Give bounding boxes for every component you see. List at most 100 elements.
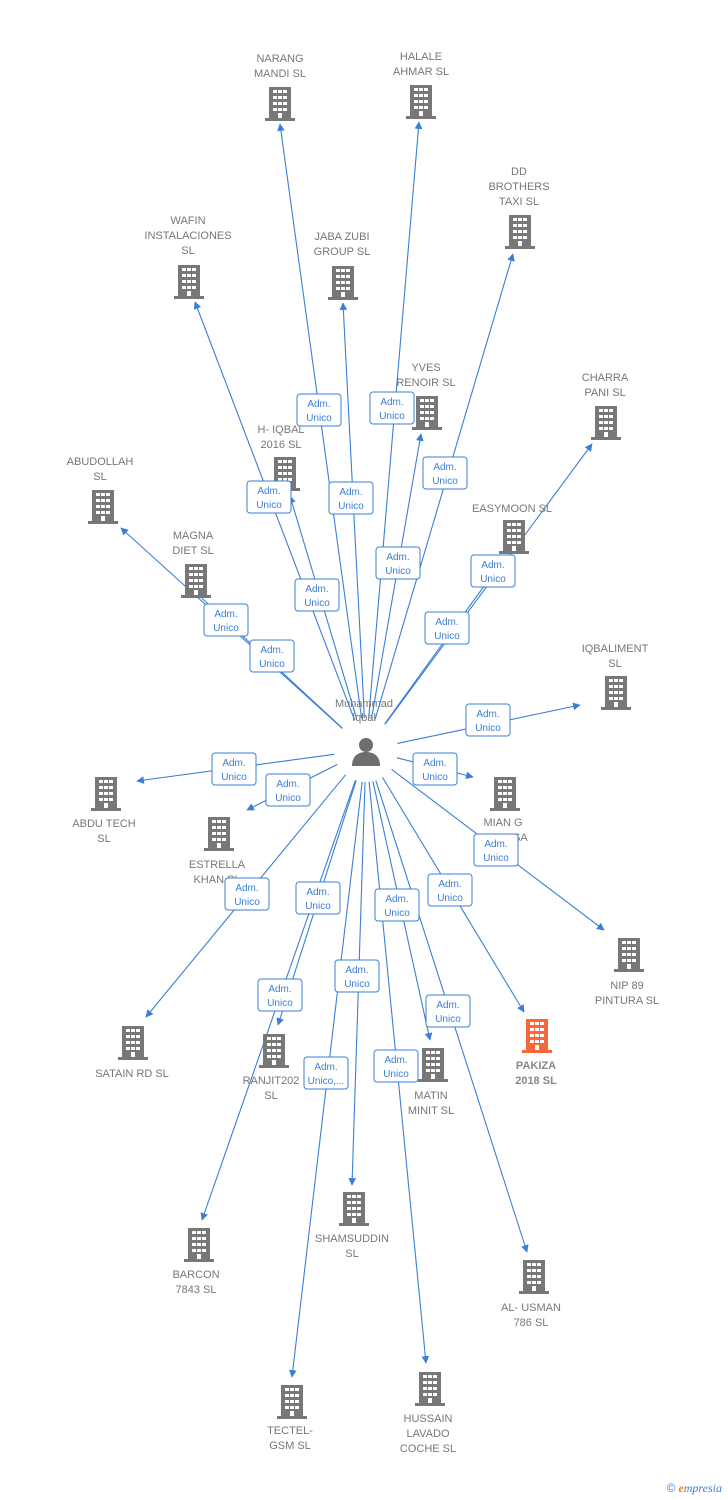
edge-label-text: Adm. (339, 487, 362, 498)
edge-label-wafin-instalaciones[interactable]: Adm.Unico (246, 480, 292, 514)
edge-label-abudollah[interactable]: Adm.Unico (203, 603, 249, 637)
company-label: SL (608, 658, 621, 670)
company-label: DIET SL (172, 545, 213, 557)
building-icon (118, 1026, 148, 1060)
edge-label-charra-pani[interactable]: Adm.Unico (470, 554, 516, 588)
edge-label-text: Adm. (423, 758, 446, 769)
company-node-easymoon[interactable]: EASYMOON SL (472, 503, 552, 554)
center-node[interactable]: Muhammad Iqbal (335, 698, 393, 766)
edge-label-text: Adm. (306, 887, 329, 898)
edge-label-halale-ahmar[interactable]: Adm.Unico (369, 391, 415, 425)
edge-label-text: Unico (267, 998, 293, 1009)
edge-label-shamsuddin[interactable]: Adm.Unico (334, 959, 380, 993)
edge-label-mian-g[interactable]: Adm. Unico (412, 752, 458, 786)
company-node-satain-rd[interactable]: SATAIN RD SL (95, 1026, 169, 1080)
building-icon (88, 490, 118, 524)
center-label-line-1: Muhammad (335, 698, 393, 710)
company-label: SL (97, 833, 110, 845)
company-label: INSTALACIONES (144, 230, 231, 242)
edge-label-box (470, 554, 516, 588)
edge-label-box (422, 456, 468, 490)
company-label: 786 SL (514, 1317, 549, 1329)
edge-label-box (303, 1056, 349, 1090)
edge-label-text: Unico (383, 1069, 409, 1080)
edge-label-box (369, 391, 415, 425)
company-label: BARCON (172, 1269, 219, 1281)
edge-label-text: Unico (344, 979, 370, 990)
center-label-line-2: Iqbal (352, 712, 376, 724)
edge-label-pakiza-2018[interactable]: Adm.Unico (427, 873, 473, 907)
edge-label-tectel-gsm[interactable]: Adm.Unico,... (303, 1056, 349, 1090)
edge-label-abdu-tech[interactable]: Adm.Unico (211, 752, 257, 786)
edge-label-iqbaliment[interactable]: Adm.Unico (465, 703, 511, 737)
company-label: MATIN (414, 1090, 447, 1102)
edge-label-ranjit202[interactable]: Adm.Unico (295, 881, 341, 915)
edge-label-hussain-lavado-coche[interactable]: Adm.Unico (373, 1049, 419, 1083)
edge-label-text: Adm. (481, 560, 504, 571)
edge-label-al-usman-786[interactable]: Adm.Unico (425, 994, 471, 1028)
edge-label-box (265, 773, 311, 807)
company-label: MIAN G (483, 817, 522, 829)
edge-label-easymoon[interactable]: Adm.Unico (424, 611, 470, 645)
building-icon (499, 520, 529, 554)
company-label: NARANG (256, 53, 303, 65)
company-label: SL (93, 471, 106, 483)
edge-label-barcon-7843[interactable]: Adm.Unico (257, 978, 303, 1012)
edge-label-jaba-zubi-group[interactable]: Adm.Unico (328, 481, 374, 515)
edge-label-text: Unico (213, 623, 239, 634)
edge-label-h-iqbal-2016[interactable]: Adm.Unico (294, 578, 340, 612)
edge-label-text: Unico (422, 772, 448, 783)
edge-label-estrella-khan[interactable]: Adm.Unico (265, 773, 311, 807)
company-label: HALALE (400, 51, 442, 63)
company-node-magna-diet[interactable]: MAGNA DIET SL (172, 530, 214, 598)
edge-label-box (334, 959, 380, 993)
edge-label-box (246, 480, 292, 514)
edge-label-box (211, 752, 257, 786)
edge-label-yves-renoir[interactable]: Adm.Unico (375, 546, 421, 580)
edge-label-text: Adm. (235, 883, 258, 894)
edge-label-box (257, 978, 303, 1012)
edge-label-text: Adm. (260, 645, 283, 656)
edge-label-text: Unico (475, 723, 501, 734)
edge-label-satain-rd[interactable]: Adm. Unico (224, 877, 270, 911)
building-icon (591, 406, 621, 440)
edge-label-box (249, 639, 295, 673)
building-icon (265, 87, 295, 121)
edge-label-dd-brothers-taxi[interactable]: Adm.Unico (422, 456, 468, 490)
company-label: COCHE SL (400, 1443, 456, 1455)
company-node-tectel-gsm[interactable]: TECTEL-GSM SL (267, 1385, 313, 1452)
edge-label-matin-minit[interactable]: Adm.Unico (374, 888, 420, 922)
edge-label-text: Unico (234, 897, 260, 908)
company-label: H- IQBAL (257, 424, 304, 436)
edge-label-box (373, 1049, 419, 1083)
company-label: MAGNA (173, 530, 214, 542)
edge-label-nip-89-pintura[interactable]: Adm.Unico (473, 833, 519, 867)
edge-label-narang-mandi[interactable]: Adm.Unico (296, 393, 342, 427)
edge-label-text: Adm. (276, 779, 299, 790)
brand-footer: © empresia (667, 1481, 722, 1496)
edge-label-text: Unico (384, 908, 410, 919)
company-label: ESTRELLA (189, 859, 246, 871)
edge-label-magna-diet[interactable]: Adm.Unico (249, 639, 295, 673)
edge-label-text: Unico (437, 893, 463, 904)
